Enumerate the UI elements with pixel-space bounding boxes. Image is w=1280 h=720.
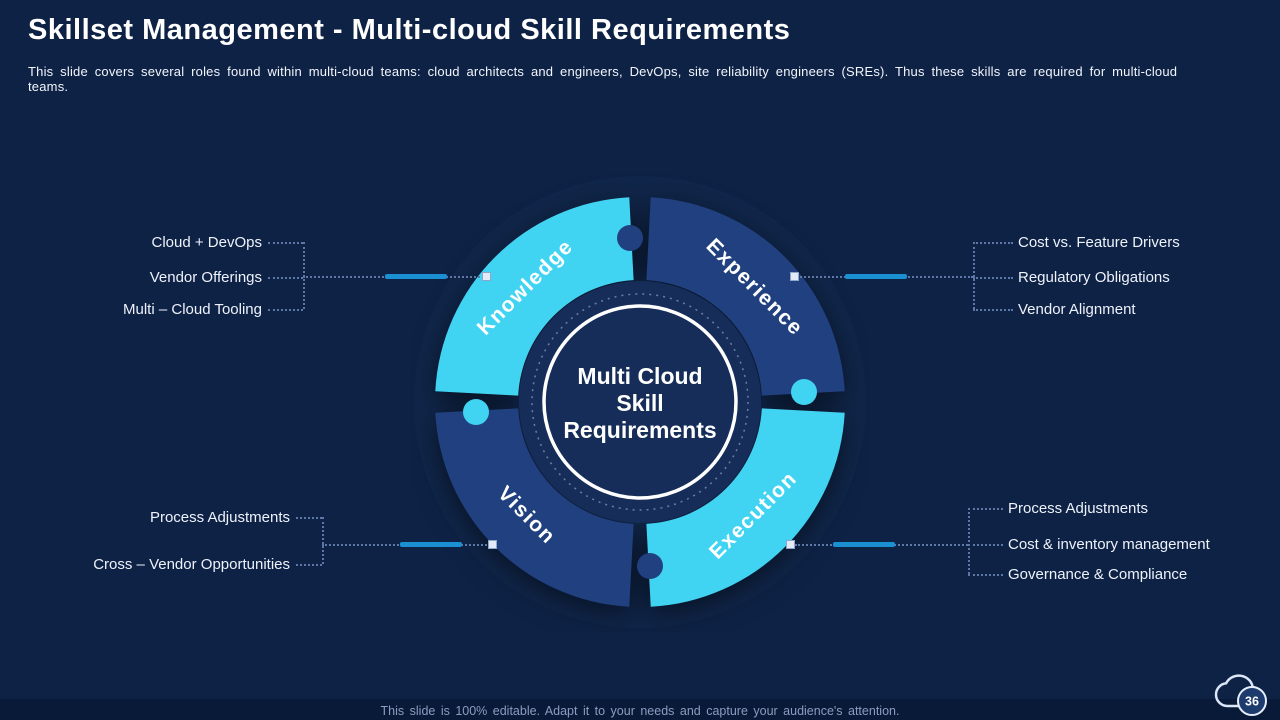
callout-label: Multi – Cloud Tooling	[123, 301, 262, 318]
callout-label: Cost vs. Feature Drivers	[1018, 234, 1180, 251]
puzzle-tab-north	[617, 225, 643, 251]
center-dotted-ring	[531, 293, 749, 511]
connector-end-square	[488, 540, 497, 549]
connector-accent-bar	[845, 274, 907, 279]
page-title: Skillset Management - Multi-cloud Skill …	[28, 14, 791, 46]
puzzle-tab-east	[791, 379, 817, 405]
segment-experience	[646, 197, 845, 396]
center-white-ring	[542, 304, 738, 500]
callout-label: Vendor Offerings	[149, 269, 262, 286]
connector-stub	[268, 277, 303, 279]
connector-end-square	[790, 272, 799, 281]
segment-knowledge	[435, 197, 634, 396]
callout-label: Cross – Vendor Opportunities	[93, 556, 290, 573]
center-title-line1: Multi Cloud	[577, 363, 702, 389]
connector-accent-bar	[833, 542, 895, 547]
callout-label: Process Adjustments	[1008, 500, 1149, 517]
connector-stub	[268, 242, 303, 244]
center-title-line3: Requirements	[563, 417, 716, 443]
connector-accent-bar	[400, 542, 462, 547]
connector-stub	[268, 309, 303, 311]
multicloud-skill-ring-diagram: Knowledge Experience Execution Vision Mu…	[414, 176, 866, 628]
connector-stub	[296, 564, 322, 566]
callout-label: Regulatory Obligations	[1018, 269, 1170, 286]
connector-stub	[968, 544, 1003, 546]
connector-end-square	[482, 272, 491, 281]
connector-stub	[973, 242, 1013, 244]
center-title-line2: Skill	[616, 390, 663, 416]
segment-vision	[435, 408, 634, 607]
callout-label: Process Adjustments	[149, 509, 290, 526]
ring-segments	[435, 197, 845, 607]
connector-stub	[973, 277, 1013, 279]
footer-note: This slide is 100% editable. Adapt it to…	[380, 704, 900, 718]
connector-stub	[968, 508, 1003, 510]
connector-bracket	[322, 517, 324, 564]
connector-bracket	[973, 242, 975, 309]
callout-label: Vendor Alignment	[1018, 301, 1136, 318]
connector-bracket	[968, 508, 970, 574]
connector-stub	[296, 517, 322, 519]
page-number-badge: 36	[1214, 674, 1267, 716]
segment-execution	[646, 408, 845, 607]
slide-subtitle: This slide covers several roles found wi…	[28, 64, 1178, 94]
connector-stub	[968, 574, 1003, 576]
page-number-circle	[1237, 686, 1267, 716]
callout-label: Cost & inventory management	[1008, 536, 1210, 553]
puzzle-tab-west	[463, 399, 489, 425]
page-number: 36	[1245, 695, 1259, 709]
callout-label: Cloud + DevOps	[151, 234, 262, 251]
connector-stub	[973, 309, 1013, 311]
callout-label: Governance & Compliance	[1008, 566, 1188, 583]
connector-accent-bar	[385, 274, 447, 279]
footer-band	[0, 699, 1280, 720]
connector-bracket	[303, 242, 305, 309]
center-disc	[519, 281, 761, 523]
puzzle-tab-south	[637, 553, 663, 579]
connector-end-square	[786, 540, 795, 549]
